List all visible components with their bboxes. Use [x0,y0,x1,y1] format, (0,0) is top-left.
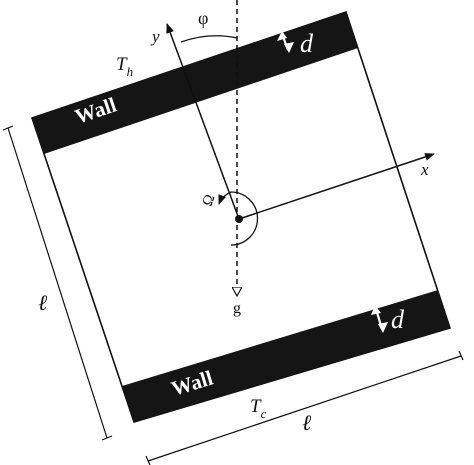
top-wall-thickness-label: d [300,29,314,58]
bottom-wall-thickness-head-down [378,322,388,333]
hot-temperature-subscript: h [127,64,134,79]
bottom-dimension-tick-left [145,455,151,465]
cold-temperature-subscript: c [261,406,267,421]
left-dimension-tick-bottom [101,435,113,441]
top-wall-thickness-head-up [277,31,287,41]
y-axis-label: y [150,27,160,46]
bottom-wall-thickness-label: d [391,305,405,334]
origin-point [235,215,243,223]
top-wall-thickness-head-down [284,42,294,53]
angle-label: φ [198,8,208,28]
hot-temperature-symbol: T [116,54,128,75]
gravity-label: g [233,300,241,317]
bottom-dimension-label: ℓ [302,410,312,435]
bottom-dimension-line [147,355,462,462]
x-axis-label: x [420,160,429,179]
left-dimension-line [7,127,108,439]
rotation-arc [230,191,259,246]
y-axis [166,23,240,220]
bottom-wall [122,290,450,422]
hot-temperature-label: Th [116,54,133,79]
left-dimension-label: ℓ [38,290,48,315]
left-dimension-tick-top [2,125,14,131]
bottom-dimension-tick-right [458,350,464,361]
rotation-label: Ω [200,192,219,208]
x-axis [238,153,435,220]
cold-temperature-symbol: T [250,396,262,417]
angle-arc [180,35,238,43]
top-wall [32,12,358,154]
bottom-wall-thickness-head-up [371,305,381,315]
cold-temperature-label: Tc [250,396,267,421]
rotation-arc-tail [218,191,232,205]
